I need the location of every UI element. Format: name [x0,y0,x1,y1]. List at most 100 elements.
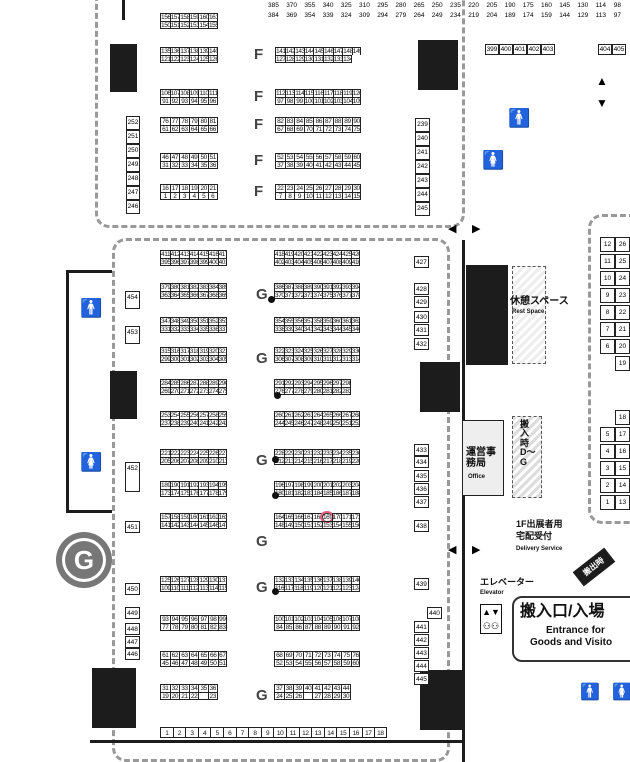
booth-cell[interactable]: 94 [169,615,180,623]
booth-cell[interactable]: 245 [283,419,294,427]
booth-cell[interactable]: 190 [169,481,180,489]
booth-cell[interactable]: 265 [321,411,332,419]
booth-cell[interactable]: 290 [217,379,228,387]
booth-cell[interactable]: 1 [160,192,170,200]
booth-cell[interactable]: 174 [169,489,180,497]
booth-cell[interactable]: 437 [414,496,429,508]
booth-cell[interactable]: 219 [341,457,351,465]
booth-cell[interactable]: 434 [414,456,429,468]
booth-cell[interactable]: 431 [414,324,429,336]
booth-cell[interactable]: 350 [188,317,199,325]
booth-cell[interactable]: 427 [414,256,429,268]
booth-cell[interactable]: 153 [188,21,199,29]
booth-cell[interactable]: 9 [294,192,304,200]
booth-cell[interactable]: 138 [331,576,342,584]
booth-cell[interactable]: 33 [179,684,189,692]
booth-cell[interactable]: 15 [336,727,349,738]
booth-cell[interactable]: 62 [169,125,180,133]
booth-cell[interactable]: 124 [188,55,199,63]
booth-cell[interactable]: 92 [169,97,180,105]
booth-cell[interactable]: 271 [179,387,189,395]
booth-cell[interactable]: 142 [284,47,295,55]
booth-cell[interactable]: 433 [414,444,429,456]
booth-cell[interactable]: 369 [217,291,228,299]
booth-cell[interactable]: 156 [160,13,170,21]
booth-cell[interactable]: 253 [160,411,170,419]
booth-cell[interactable]: 307 [283,355,294,363]
booth-cell[interactable]: 26 [313,184,323,192]
booth-cell[interactable]: 177 [198,489,208,497]
booth-cell[interactable]: 341 [302,325,313,333]
booth-cell[interactable]: 2 [172,727,186,738]
booth-cell[interactable]: 46 [160,153,170,161]
booth-cell[interactable]: 34 [188,684,199,692]
booth-cell[interactable]: 146 [322,47,333,55]
booth-cell[interactable]: 357 [302,317,313,325]
booth-cell[interactable]: 85 [283,623,294,631]
booth-cell[interactable]: 102 [322,97,333,105]
booth-cell[interactable]: 242 [207,419,218,427]
booth-cell[interactable]: 441 [414,621,429,633]
booth-cell[interactable]: 70 [303,125,314,133]
booth-cell[interactable]: 71 [313,125,323,133]
booth-cell[interactable]: 19 [615,356,630,371]
booth-cell[interactable]: 78 [179,117,189,125]
booth-cell[interactable]: 310 [359,2,370,9]
booth-cell[interactable]: 124 [350,584,361,592]
booth-cell[interactable]: 228 [274,449,284,457]
booth-cell[interactable]: 274 [207,387,218,395]
booth-cell[interactable]: 155 [341,521,351,529]
booth-cell[interactable]: 65 [198,125,208,133]
booth-cell[interactable]: 324 [340,12,352,19]
booth-cell[interactable]: 25 [283,692,294,700]
booth-cell[interactable]: 184 [312,489,322,497]
booth-cell[interactable]: 36 [207,161,218,169]
booth-cell[interactable]: 157 [169,13,180,21]
booth-cell[interactable]: 159 [188,13,199,21]
booth-cell[interactable]: 405 [302,258,313,266]
booth-cell[interactable]: 105 [321,615,332,623]
booth-cell[interactable]: 150 [160,21,170,29]
booth-cell[interactable]: 13 [311,727,324,738]
booth-cell[interactable]: 392 [331,283,342,291]
booth-cell[interactable]: 398 [188,258,199,266]
booth-cell[interactable]: 368 [207,291,218,299]
booth-cell[interactable]: 192 [188,481,199,489]
booth-cell[interactable]: 160 [188,513,199,521]
booth-cell[interactable]: 40 [303,161,314,169]
booth-cell[interactable]: 10 [273,727,286,738]
booth-cell[interactable]: 33 [179,161,189,169]
booth-cell[interactable] [198,692,208,700]
booth-cell[interactable]: 151 [169,21,180,29]
booth-cell[interactable]: 106 [331,615,342,623]
booth-cell[interactable]: 62 [169,651,180,659]
booth-cell[interactable]: 264 [312,411,322,419]
booth-cell[interactable]: 404 [598,44,612,55]
booth-cell[interactable]: 11 [600,254,615,269]
booth-cell[interactable]: 296 [321,379,332,387]
booth-cell[interactable]: 70 [293,651,303,659]
booth-cell[interactable]: 86 [313,117,323,125]
booth-cell[interactable]: 47 [169,153,180,161]
booth-cell[interactable]: 121 [321,584,332,592]
booth-cell[interactable]: 256 [188,411,199,419]
booth-cell[interactable]: 403 [283,258,294,266]
booth-cell[interactable]: 147 [332,47,343,55]
booth-cell[interactable]: 300 [169,355,180,363]
booth-cell[interactable]: 144 [188,521,199,529]
booth-cell[interactable]: 273 [198,387,208,395]
booth-cell[interactable]: 139 [341,576,351,584]
booth-cell[interactable]: 135 [302,576,313,584]
booth-cell[interactable]: 121 [160,55,170,63]
booth-cell[interactable]: 125 [198,55,208,63]
booth-cell[interactable]: 264 [413,12,425,19]
booth-cell[interactable]: 81 [198,623,208,631]
booth-cell[interactable]: 385 [268,2,279,9]
booth-cell[interactable]: 14 [615,478,630,493]
booth-cell[interactable]: 63 [179,651,189,659]
booth-cell[interactable]: 401 [217,258,228,266]
booth-cell[interactable]: 272 [188,387,199,395]
booth-cell[interactable]: 343 [321,325,332,333]
booth-cell[interactable]: 82 [207,623,218,631]
booth-cell[interactable]: 97 [275,97,285,105]
